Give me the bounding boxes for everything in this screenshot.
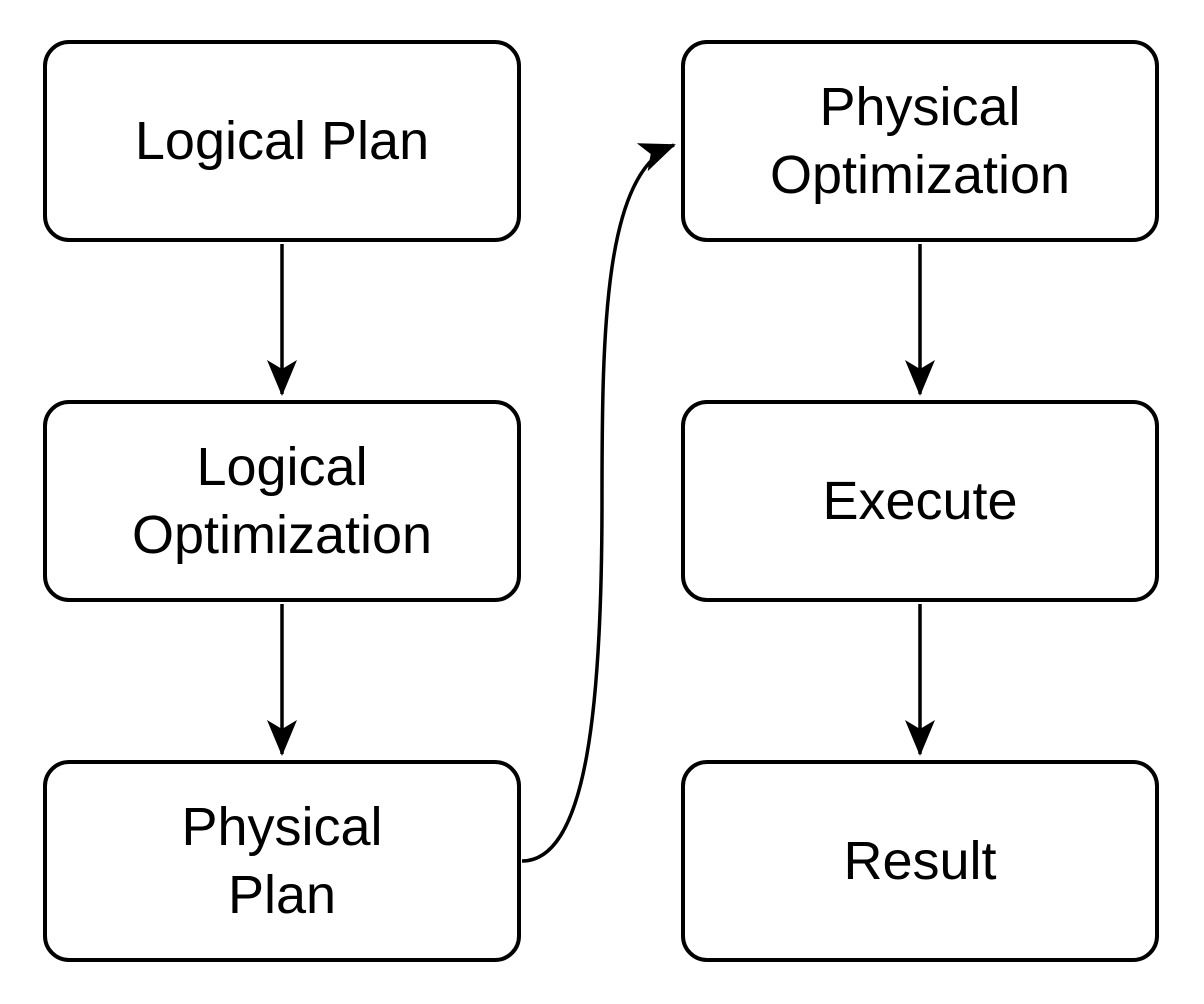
node-logical-optimization-label: Logical Optimization: [131, 437, 433, 565]
edge-physical-plan-to-physical-optimization: [521, 143, 676, 863]
node-physical-optimization: Physical Optimization: [681, 40, 1159, 242]
node-execute-label: Execute: [822, 471, 1018, 531]
node-result-label: Result: [843, 831, 997, 891]
node-physical-plan-label: Physical Plan: [181, 797, 383, 925]
node-execute: Execute: [681, 400, 1159, 602]
node-logical-plan: Logical Plan: [43, 40, 521, 242]
node-result: Result: [681, 760, 1159, 962]
node-logical-optimization: Logical Optimization: [43, 400, 521, 602]
node-physical-plan: Physical Plan: [43, 760, 521, 962]
node-logical-plan-label: Logical Plan: [134, 111, 430, 171]
node-physical-optimization-label: Physical Optimization: [769, 77, 1071, 205]
